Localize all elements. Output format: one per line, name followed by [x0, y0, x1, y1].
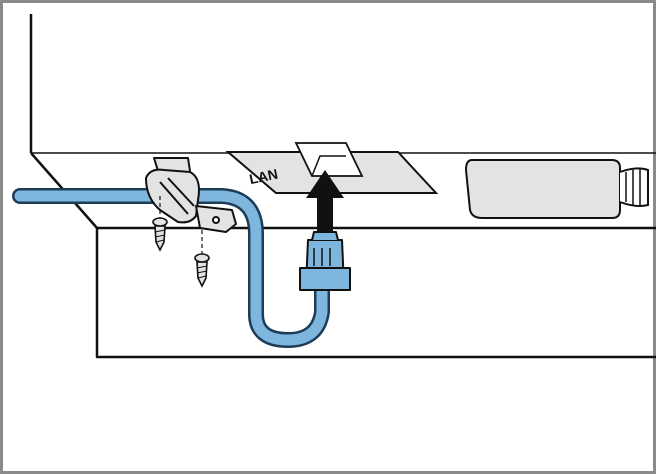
rear-connector — [464, 159, 649, 219]
lan-port-plate: LAN — [225, 142, 439, 194]
lan-cable — [12, 188, 330, 348]
lan-label: LAN — [248, 166, 279, 188]
lan-plug-icon — [299, 231, 351, 291]
lan-port-socket — [294, 142, 364, 177]
screw-icon — [152, 196, 168, 252]
screw-icon — [194, 230, 210, 288]
clamp-icon — [145, 157, 237, 233]
arrow-up-icon — [306, 170, 344, 232]
